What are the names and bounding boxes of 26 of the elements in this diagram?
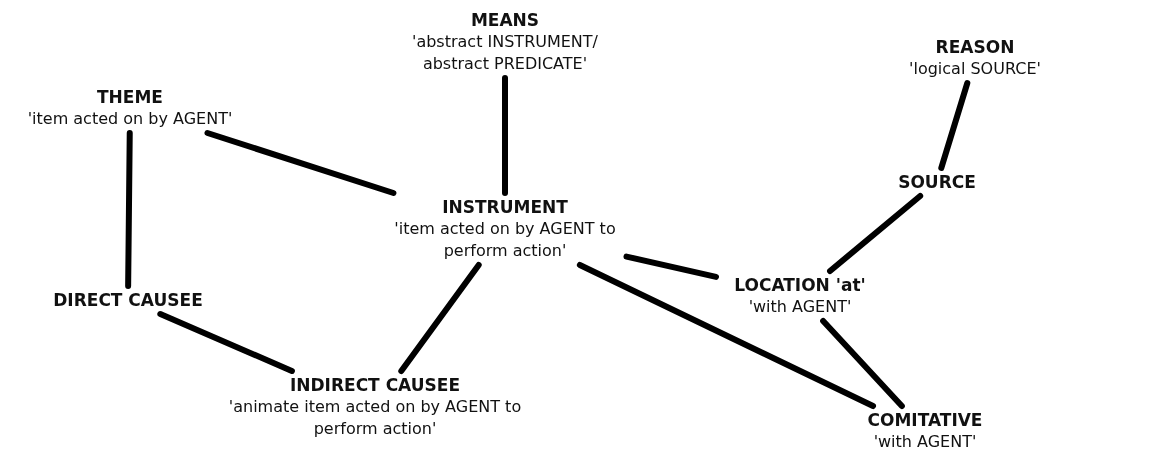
connector-line	[204, 130, 397, 196]
connector-line	[827, 193, 924, 274]
role-heading: REASON	[935, 36, 1015, 58]
connector-line	[502, 75, 508, 196]
role-description: 'logical SOURCE'	[908, 58, 1042, 80]
role-description: 'item acted on by AGENT to perform action'	[393, 218, 617, 262]
role-heading: THEME	[97, 86, 163, 108]
connector-line	[157, 311, 295, 374]
role-description: 'with AGENT'	[872, 431, 978, 453]
role-description: 'abstract INSTRUMENT/ abstract PREDICATE'	[411, 31, 599, 75]
connector-line	[125, 130, 133, 289]
connector-line	[576, 262, 876, 409]
role-heading: LOCATION 'at'	[734, 274, 866, 296]
connector-line	[820, 318, 905, 409]
role-heading: INDIRECT CAUSEE	[289, 374, 461, 396]
role-description: 'animate item acted on by AGENT to perform action'	[227, 396, 523, 440]
role-heading: MEANS	[470, 9, 540, 31]
connector-line	[398, 262, 482, 374]
role-heading: DIRECT CAUSEE	[53, 289, 203, 311]
role-description: 'with AGENT'	[747, 296, 853, 318]
role-description: 'item acted on by AGENT'	[26, 108, 234, 130]
role-heading: COMITATIVE	[867, 409, 983, 431]
role-heading: INSTRUMENT	[442, 196, 568, 218]
connector-line	[938, 80, 971, 171]
connector-line	[623, 253, 719, 280]
role-heading: SOURCE	[898, 171, 976, 193]
